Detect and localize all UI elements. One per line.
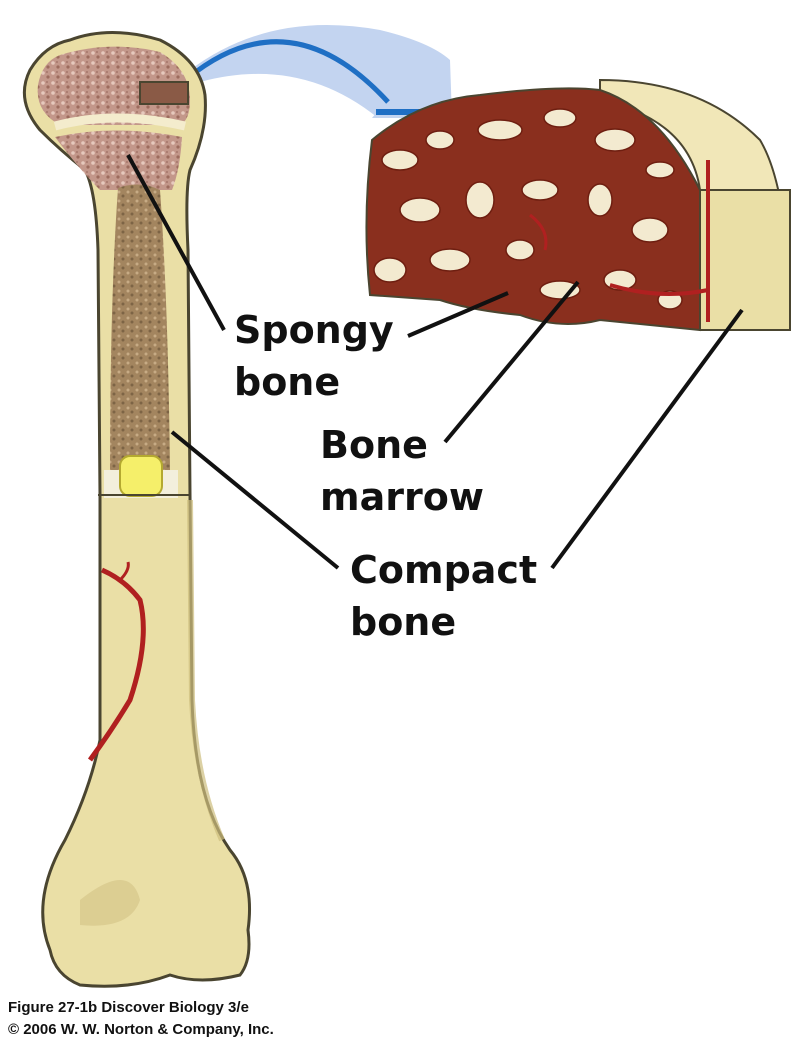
magnify-arrow	[186, 25, 452, 118]
compact-bone-label: Compact bone	[350, 544, 537, 648]
magnify-arrow-band	[190, 25, 452, 118]
figure-caption-line1: Figure 27-1b Discover Biology 3/e	[8, 999, 249, 1016]
compact-bone-label-line2: bone	[350, 600, 457, 644]
bone-marrow-label-line2: marrow	[320, 475, 484, 519]
magnify-arrow-head	[372, 48, 452, 118]
epiphyseal-line	[53, 113, 187, 131]
compact-bone-label-line1: Compact	[350, 548, 538, 592]
bone-section-detail	[365, 78, 792, 332]
bone-marrow-label: Bone marrow	[320, 419, 484, 523]
fat-plug	[119, 455, 163, 497]
spongy-bone-label: Spongy bone	[234, 304, 394, 408]
bone-head-spongy	[37, 46, 190, 125]
leader-spongy-to-detail	[407, 291, 509, 338]
metaphysis-spongy	[55, 130, 182, 190]
leader-compact-to-bone	[170, 430, 340, 570]
marrow-cavity	[110, 184, 170, 470]
leader-compact-to-detail	[550, 308, 744, 570]
long-bone	[22, 31, 252, 988]
spongy-bone-label-line1: Spongy	[234, 308, 394, 352]
detail-blood-vessel	[609, 160, 710, 322]
trabeculae	[373, 108, 683, 310]
bone-marrow-label-line1: Bone	[320, 423, 428, 467]
leader-marrow	[443, 280, 580, 444]
cutout-notch	[139, 81, 189, 105]
leader-spongy-to-bone	[126, 154, 226, 331]
detail-blood-vessel-inner	[529, 213, 548, 251]
spongy-bone-label-line2: bone	[234, 360, 341, 404]
blood-vessel	[87, 567, 146, 762]
leader-lines	[126, 154, 744, 570]
blood-vessel-branch	[118, 561, 130, 582]
figure-caption-line2: © 2006 W. W. Norton & Company, Inc.	[8, 1021, 274, 1038]
compact-bone-face	[699, 189, 791, 331]
condyle-shading	[80, 880, 140, 926]
magnify-arrow-line	[186, 39, 390, 104]
shaft-shading	[187, 499, 225, 842]
